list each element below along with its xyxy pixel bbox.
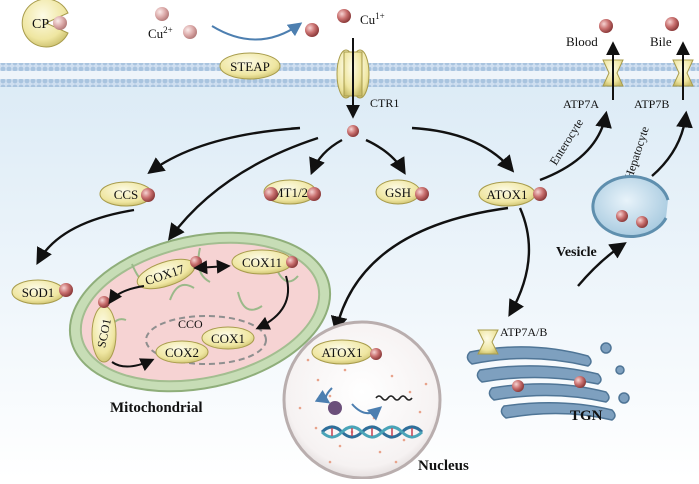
cp-label: CP <box>32 17 49 32</box>
copper-ion <box>305 23 319 37</box>
atp7b-channel <box>672 41 694 100</box>
cu2-label: Cu2+ <box>148 25 173 41</box>
copper-ion <box>59 283 73 297</box>
steap-protein <box>219 52 281 80</box>
copper-ion <box>307 187 321 201</box>
copper-ion <box>190 256 202 268</box>
cox1-protein <box>201 326 255 350</box>
copper-ion <box>533 187 547 201</box>
atp7ab-channel <box>477 329 499 355</box>
tgn-label: TGN <box>570 408 603 424</box>
dna-complex-icon <box>328 401 342 415</box>
copper-ion <box>512 380 524 392</box>
copper-ion <box>415 187 429 201</box>
cu1-label: Cu1+ <box>360 11 385 27</box>
copper-ion <box>155 7 169 21</box>
copper-ion <box>141 188 155 202</box>
bile-label: Bile <box>650 34 672 49</box>
ctr1-label: CTR1 <box>370 96 399 110</box>
copper-ion <box>370 348 382 360</box>
mito-transfer-arrows <box>108 259 290 372</box>
copper-ion <box>616 210 628 222</box>
mrna-icon <box>375 395 413 401</box>
sod1-label: SOD1 <box>22 285 55 300</box>
cp-protein: CP <box>21 0 69 48</box>
atp7ab-label: ATP7A/B <box>500 325 547 339</box>
atox1-nucleus-label: ATOX1 <box>322 345 363 360</box>
copper-ion <box>337 9 351 23</box>
cox11-label: COX11 <box>242 255 282 270</box>
copper-ion <box>98 296 110 308</box>
steap-label: STEAP <box>230 59 270 74</box>
copper-ion <box>665 17 679 31</box>
atp7a-channel <box>602 41 624 100</box>
cox2-protein <box>155 340 209 364</box>
gsh-label: GSH <box>385 185 411 200</box>
cco-label: CCO <box>178 317 203 331</box>
mt12-label: MT1/2 <box>272 185 308 200</box>
blood-label: Blood <box>566 34 598 49</box>
atox1-label: ATOX1 <box>487 187 528 202</box>
vesicle-label: Vesicle <box>556 245 597 260</box>
atp7b-label: ATP7B <box>634 97 669 111</box>
reduction-arrow <box>211 22 303 41</box>
atp7a-label: ATP7A <box>563 97 599 111</box>
cox1-label: COX1 <box>211 331 245 346</box>
copper-ion <box>264 187 278 201</box>
copper-ion <box>599 19 613 33</box>
ctr1-channel <box>336 38 370 119</box>
sco1-label: SCO1 <box>94 317 114 349</box>
dna-helix-icon <box>320 425 424 439</box>
copper-ion <box>347 125 359 137</box>
copper-ion <box>183 25 197 39</box>
copper-ion <box>574 376 586 388</box>
copper-ion <box>636 216 648 228</box>
distribution-arrows <box>36 110 693 334</box>
vesicle <box>591 175 670 238</box>
ccs-label: CCS <box>114 187 139 202</box>
copper-ion <box>53 16 67 30</box>
mitochondrial-label: Mitochondrial <box>110 400 203 416</box>
cox2-label: COX2 <box>165 345 199 360</box>
copper-ion <box>286 256 298 268</box>
nucleus-label: Nucleus <box>418 458 469 474</box>
